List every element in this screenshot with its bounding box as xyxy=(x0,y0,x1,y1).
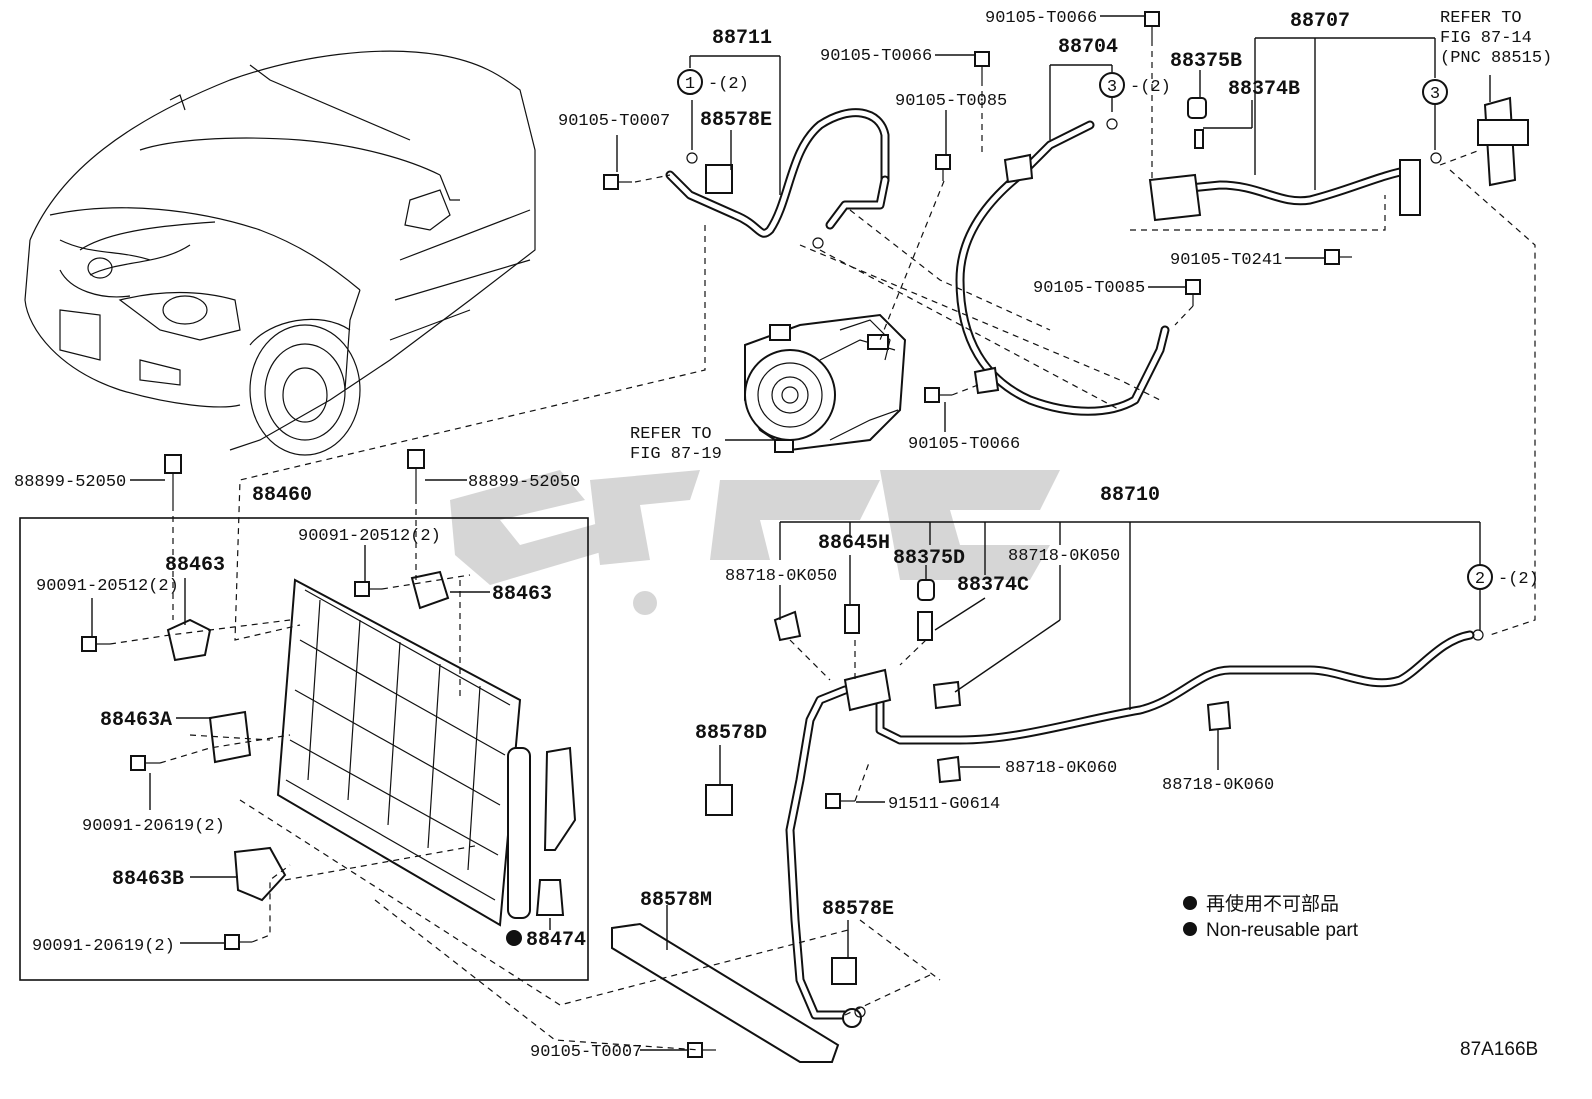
part-label: 90091-20619(2) xyxy=(32,937,175,956)
legend-jp: 再使用不可部品 xyxy=(1206,893,1339,915)
part-label: 88718-0K060 xyxy=(1005,759,1117,778)
part-label: 90105-T0066 xyxy=(985,9,1097,28)
bolt-icon xyxy=(407,449,425,498)
bolt-icon xyxy=(1144,11,1160,40)
figure-code: 87A166B xyxy=(1460,1039,1538,1060)
bolt-icon xyxy=(924,387,952,403)
leader-lines xyxy=(91,15,1491,1051)
part-label: 91511-G0614 xyxy=(888,795,1000,814)
part-label: 88578E xyxy=(700,109,772,132)
compressor-illustration xyxy=(744,313,907,453)
part-label: 88711 xyxy=(712,27,772,50)
non-reusable-dot xyxy=(1183,922,1197,936)
bolt-icon xyxy=(354,581,382,597)
qty-note: -(2) xyxy=(1130,78,1171,97)
part-label: 88474 xyxy=(526,929,586,952)
bolt-icon xyxy=(1324,249,1352,265)
vehicle-illustration xyxy=(24,50,536,456)
part-label: 88463A xyxy=(100,709,172,732)
part-label: 88375D xyxy=(893,547,965,570)
condenser-assembly-box xyxy=(19,517,589,981)
refer-note: REFER TO xyxy=(1440,9,1522,28)
hose-88711 xyxy=(665,108,890,238)
hose-88704 xyxy=(955,120,1170,416)
part-label: 90105-T0066 xyxy=(908,435,1020,454)
pipe-88710 xyxy=(785,630,1475,1028)
plug-88474 xyxy=(535,879,565,916)
part-label: 90105-T0085 xyxy=(895,92,1007,111)
part-labels: 88711 88704 88707 90105-T0066 90105-T006… xyxy=(14,9,1552,1062)
part-label: 88463 xyxy=(492,583,552,606)
refer-note: REFER TO xyxy=(630,425,712,444)
refer-note: FIG 87-19 xyxy=(630,445,722,464)
dashed-guides xyxy=(109,40,1536,1051)
part-label: 88645H xyxy=(818,532,890,555)
part-label: 88704 xyxy=(1058,36,1118,59)
callouts: 1 -(2) 3 -(2) 3 2 -(2) xyxy=(677,69,1539,1018)
small-parts xyxy=(81,11,1529,1063)
refer-note: (PNC 88515) xyxy=(1440,49,1552,68)
bolt-icon xyxy=(81,636,110,652)
non-reusable-dot xyxy=(1183,896,1197,910)
part-label: 88375B xyxy=(1170,50,1242,73)
non-reusable-dot xyxy=(506,930,522,946)
bolt-icon xyxy=(224,934,252,950)
part-label: 88899-52050 xyxy=(14,473,126,492)
legend-en: Non-reusable part xyxy=(1206,920,1359,941)
part-label: 90105-T0007 xyxy=(558,112,670,131)
part-label: 88374C xyxy=(957,574,1029,597)
condenser-88460 xyxy=(276,578,577,927)
bolt-icon xyxy=(164,454,182,505)
part-label: 88718-0K050 xyxy=(725,567,837,586)
part-label: 90105-T0241 xyxy=(1170,251,1282,270)
part-label: 88718-0K060 xyxy=(1162,776,1274,795)
bolt-icon xyxy=(130,755,160,771)
bracket-88463-left xyxy=(166,618,212,662)
part-label: 90091-20512(2) xyxy=(298,527,441,546)
part-label: 88463B xyxy=(112,868,184,891)
part-label: 90105-T0085 xyxy=(1033,279,1145,298)
part-label: 88578D xyxy=(695,722,767,745)
part-label: 88578E xyxy=(822,898,894,921)
bracket-88463B xyxy=(233,846,287,902)
part-label: 88707 xyxy=(1290,10,1350,33)
bolt-icon xyxy=(935,154,951,181)
bolt-icon xyxy=(974,51,990,80)
watermark-logo xyxy=(450,470,1060,615)
part-label: 88718-0K050 xyxy=(1008,547,1120,566)
bracket-88463-right xyxy=(410,570,450,610)
qty-note: -(2) xyxy=(708,75,749,94)
callout-3: 3 xyxy=(1107,78,1117,97)
part-label: 88710 xyxy=(1100,484,1160,507)
callout-1: 1 xyxy=(685,75,695,94)
part-label: 88460 xyxy=(252,484,312,507)
bolt-icon xyxy=(1185,279,1201,306)
bolt-icon xyxy=(603,174,632,190)
part-label: 88899-52050 xyxy=(468,473,580,492)
part-label: 90091-20512(2) xyxy=(36,577,179,596)
qty-note: -(2) xyxy=(1498,570,1539,589)
part-label: 90091-20619(2) xyxy=(82,817,225,836)
pipe-88707 xyxy=(1148,159,1421,222)
callout-3: 3 xyxy=(1430,85,1440,104)
part-label: 88374B xyxy=(1228,78,1300,101)
part-label: 90105-T0066 xyxy=(820,47,932,66)
legend: 再使用不可部品 Non-reusable part xyxy=(1183,893,1359,941)
callout-2: 2 xyxy=(1475,570,1485,589)
part-label: 88463 xyxy=(165,554,225,577)
refer-note: FIG 87-14 xyxy=(1440,29,1532,48)
bolt-icon xyxy=(825,793,855,809)
part-label: 90105-T0007 xyxy=(530,1043,642,1062)
part-label: 88578M xyxy=(640,889,712,912)
